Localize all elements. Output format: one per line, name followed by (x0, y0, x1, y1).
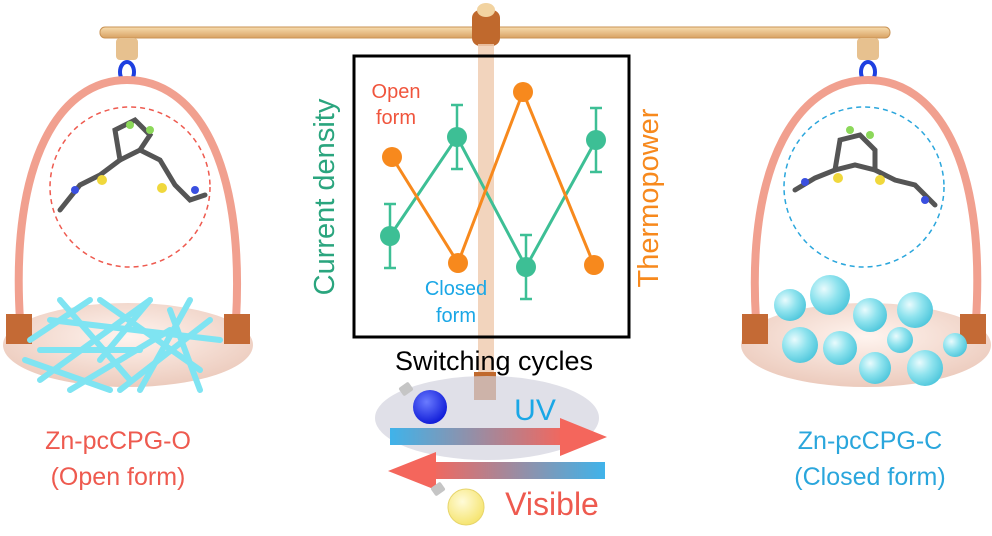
open-form-label-line1: Open (372, 81, 421, 103)
closed-form-label-line1: Closed (425, 278, 487, 300)
right-material-name: Zn-pcCPG-C (798, 427, 942, 455)
switching-chart: Current density Thermopower Switching cy… (309, 54, 665, 376)
chart-marks (380, 82, 606, 301)
spheres (774, 275, 967, 386)
open-molecule (57, 116, 208, 213)
thermo-point-1 (448, 253, 468, 273)
post-cap (477, 3, 495, 17)
left-pan-assembly (3, 38, 253, 393)
right-material-form: (Closed form) (794, 463, 945, 491)
uv-bulb-icon (399, 382, 447, 424)
uv-label: UV (514, 394, 556, 427)
chart-xlabel: Switching cycles (395, 346, 593, 376)
chart-frame (352, 54, 631, 339)
fiber-network (22, 297, 223, 393)
current-point-3 (586, 130, 606, 150)
closed-form-label-line2: form (436, 305, 476, 327)
right-pan-post-left (742, 314, 768, 344)
right-arch (750, 75, 982, 321)
center-post-top (472, 10, 500, 46)
right-hook-block (857, 38, 879, 60)
visible-label: Visible (505, 486, 599, 522)
center-pole (478, 44, 494, 384)
open-form-label-line2: form (376, 107, 416, 129)
left-molecule-circle (49, 106, 211, 268)
left-material-form: (Open form) (51, 463, 186, 491)
current-point-2 (516, 257, 536, 277)
current-density-line (388, 134, 598, 271)
visible-bulb-icon (431, 482, 485, 526)
chart-ylabel-left: Current density (309, 98, 341, 295)
thermo-point-3 (584, 255, 604, 275)
left-hook-block (116, 38, 138, 60)
left-arch (14, 75, 241, 321)
right-molecule-circle (783, 106, 945, 268)
closed-molecule (792, 132, 938, 208)
visible-arrow (388, 452, 605, 490)
left-pan-post-right (224, 314, 250, 344)
right-pan-assembly (741, 38, 991, 387)
current-point-1 (447, 127, 467, 147)
thermopower-line (390, 87, 596, 267)
chart-ylabel-right: Thermopower (633, 108, 665, 287)
current-point-0 (380, 226, 400, 246)
uv-arrow (390, 418, 607, 456)
thermo-point-2 (513, 82, 533, 102)
left-material-name: Zn-pcCPG-O (45, 427, 191, 455)
thermo-point-0 (382, 147, 402, 167)
